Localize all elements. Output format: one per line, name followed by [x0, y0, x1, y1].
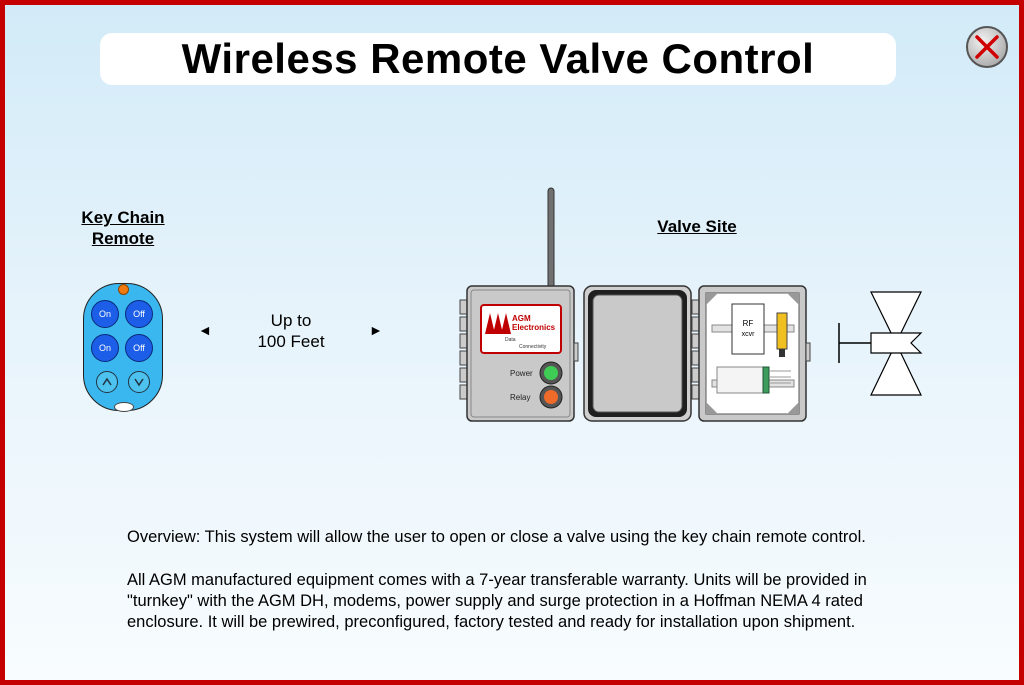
warranty-line3: enclosure. It will be prewired, preconfi… [127, 613, 856, 631]
remote-heading-line1: Key Chain [81, 208, 165, 227]
remote-off-button-1[interactable]: Off [125, 300, 153, 328]
remote-off-button-2[interactable]: Off [125, 334, 153, 362]
surge-protector-icon [776, 312, 788, 350]
remote-heading: Key Chain Remote [63, 207, 183, 249]
valve-icon [838, 291, 923, 396]
enclosure-hinge-left [459, 299, 468, 400]
key-chain-remote: On Off On Off [83, 283, 163, 412]
arrow-right-icon: ► [369, 322, 383, 338]
rf-transceiver-module [731, 303, 765, 355]
rf-label-line2: xcvr [742, 331, 756, 338]
range-line2: 100 Feet [257, 332, 325, 351]
range-label: Up to 100 Feet [241, 310, 341, 352]
relay-label: Relay [510, 393, 530, 402]
agm-brand-line1: AGM [512, 314, 531, 323]
remote-led-icon [118, 284, 129, 295]
agm-tagline-line1: Data [505, 337, 516, 343]
valve-site-diagram: AGM Electronics Data Connectivity Power … [459, 187, 923, 422]
remote-on-button-1[interactable]: On [91, 300, 119, 328]
agm-tagline-line2: Connectivity [519, 344, 547, 350]
title-banner: Wireless Remote Valve Control [100, 33, 896, 85]
page-title: Wireless Remote Valve Control [181, 35, 815, 82]
power-label: Power [510, 369, 533, 378]
arrow-left-icon: ◄ [198, 322, 212, 338]
agm-brand-line2: Electronics [512, 323, 556, 332]
remote-up-button[interactable] [96, 371, 118, 393]
remote-down-button[interactable] [128, 371, 150, 393]
close-x-icon[interactable] [965, 25, 1009, 69]
remote-heading-line2: Remote [91, 229, 155, 248]
power-light-icon [544, 366, 558, 380]
warranty-line1: All AGM manufactured equipment comes wit… [127, 571, 867, 589]
rf-label-line1: RF [743, 319, 754, 328]
warranty-text: All AGM manufactured equipment comes wit… [127, 570, 927, 633]
warranty-line2: "turnkey" with the AGM DH, modems, power… [127, 592, 863, 610]
agm-logo-icon [485, 313, 511, 334]
chevron-up-icon [102, 377, 112, 386]
terminal-block [762, 366, 770, 394]
power-supply-module [716, 366, 764, 394]
range-line1: Up to [270, 311, 312, 330]
enclosure-hinge-right [691, 299, 700, 400]
overview-text: Overview: This system will allow the use… [127, 528, 866, 546]
antenna-icon [547, 187, 555, 289]
chevron-down-icon [134, 378, 144, 387]
valve-heading: Valve Site [657, 217, 737, 236]
keyring-icon [114, 402, 134, 412]
remote-on-button-2[interactable]: On [91, 334, 119, 362]
relay-light-icon [544, 390, 558, 404]
agm-logo-plate [480, 304, 562, 354]
